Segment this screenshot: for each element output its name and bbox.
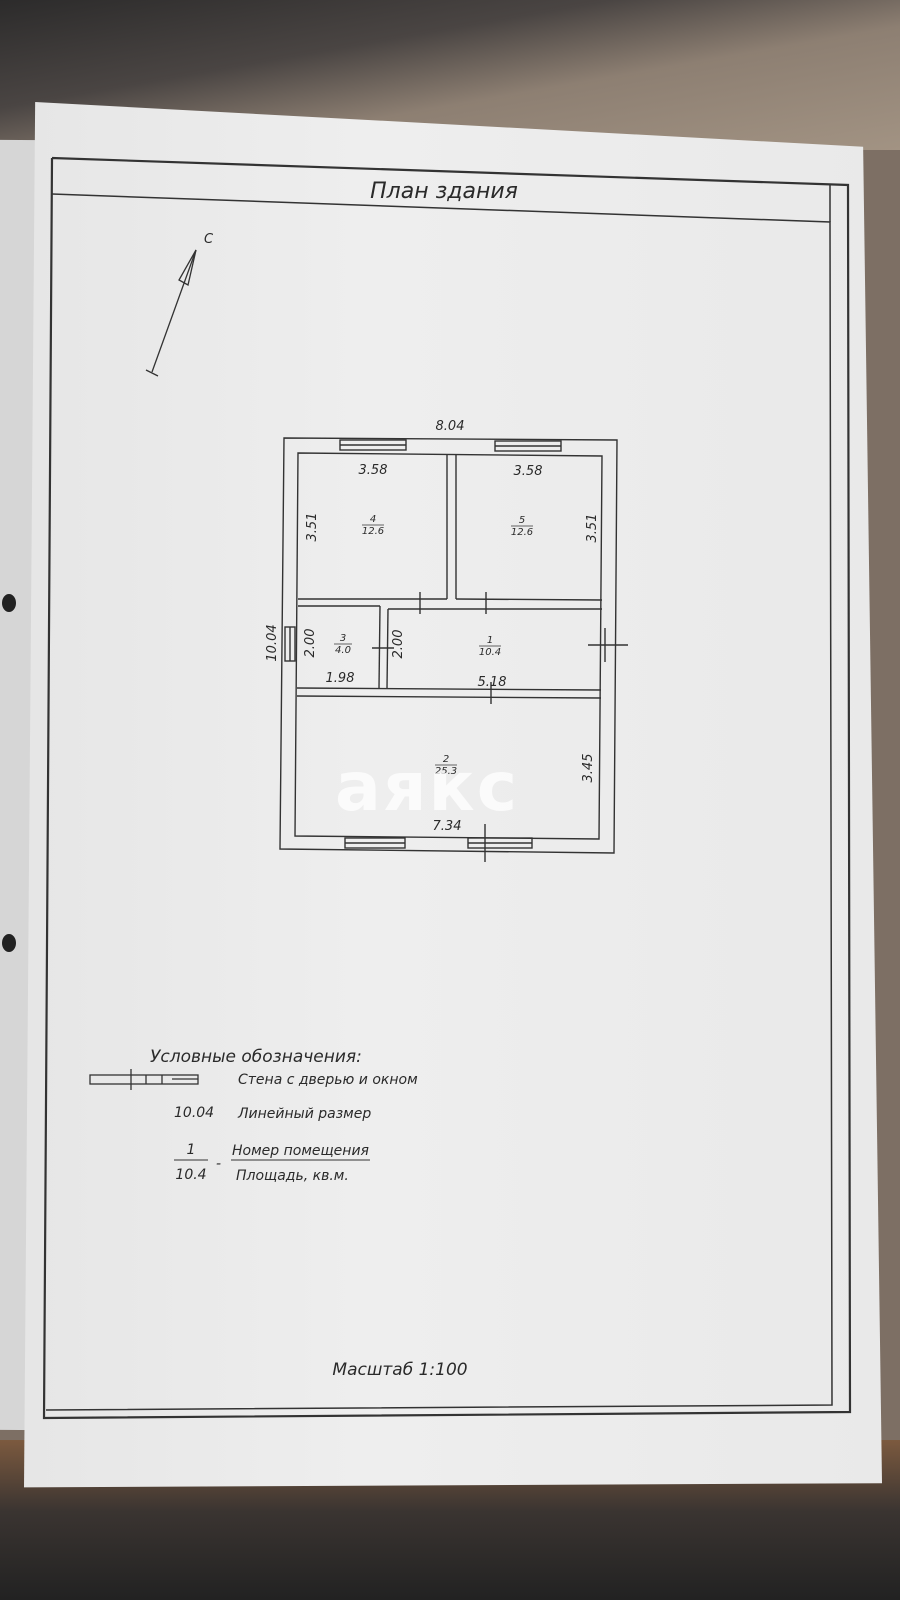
room-area: 12.6 [362,526,384,537]
binder-hole [2,594,16,612]
legend-wall-label: Стена с дверью и окном [238,1072,418,1088]
room-number: 5 [519,515,525,526]
legend-dim-label: Линейный размер [237,1106,371,1122]
room-number: 1 [487,635,493,646]
scale-label: Масштаб 1:100 [332,1360,467,1380]
north-arrow-icon [145,249,197,377]
legend-dim-example: 10.04 [174,1105,214,1121]
dimension-room4-width: 3.58 [359,463,388,478]
legend-room-no-label: Номер помещения [232,1143,369,1159]
room-area: 4.0 [335,645,351,656]
dimension-room1-width: 5.18 [478,675,507,690]
wall-symbol-icon [89,1069,199,1090]
room-number: 4 [370,514,376,525]
legend-dash: - [216,1156,221,1172]
dimension-room3-height: 2.00 [303,629,318,658]
room-number: 3 [340,633,346,644]
room-area: 10.4 [479,647,501,658]
paper-sheet [24,101,882,1488]
binder-hole [2,934,16,952]
legend-room-no-example: 1 [187,1142,196,1158]
building-plan [279,437,628,862]
plan-title: План здания [370,179,518,204]
dimension-room3-width: 1.98 [326,671,355,686]
north-label: С [204,232,214,247]
legend-area-example: 10.4 [175,1167,206,1183]
dimension-total-height: 10.04 [265,624,280,661]
dimension-room2-width: 7.34 [433,819,462,834]
watermark-logo: аякс [335,748,520,827]
room-area: 25.3 [435,766,457,777]
legend-heading: Условные обозначения: [150,1047,362,1067]
dimension-room1-height: 2.00 [391,630,406,659]
room-number: 2 [443,754,449,765]
dimension-room5-height: 3.51 [585,514,600,543]
dimension-total-width: 8.04 [436,419,465,434]
legend-area-label: Площадь, кв.м. [236,1168,349,1184]
dimension-room5-width: 3.58 [514,464,543,479]
dimension-room4-height: 3.51 [305,513,320,542]
drawing-frame [42,156,852,1420]
dimension-room2-height: 3.45 [581,754,596,783]
room-area: 12.6 [511,527,533,538]
